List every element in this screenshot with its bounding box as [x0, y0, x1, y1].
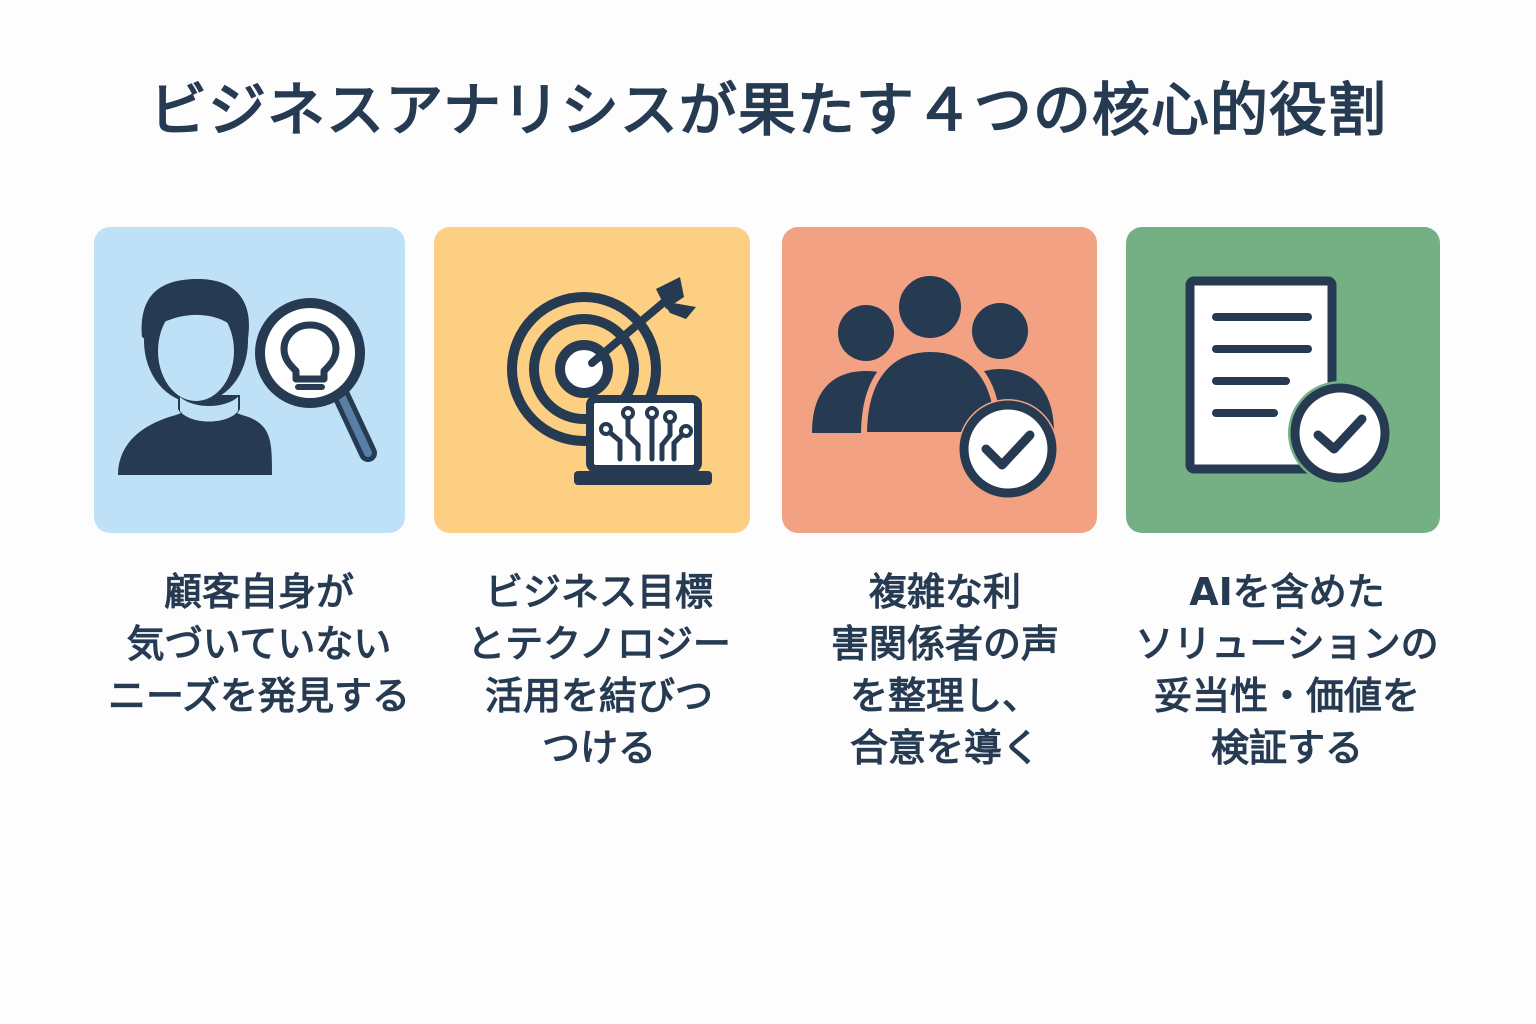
- page-title: ビジネスアナリシスが果たす４つの核心的役割: [149, 76, 1387, 144]
- role-card-1: [94, 227, 405, 533]
- stakeholders-check-icon: [812, 270, 1058, 499]
- person-with-lightbulb-magnifier-icon: [118, 279, 377, 475]
- document-check-icon: [1185, 276, 1392, 485]
- role-4-line-1: AIを含めた: [1189, 570, 1385, 614]
- role-4-line-4: 検証する: [1210, 726, 1363, 770]
- role-2-line-1: ビジネス目標: [484, 570, 713, 614]
- role-3-line-2: 害関係者の声: [830, 622, 1059, 666]
- role-3-line-3: を整理し、: [849, 674, 1040, 718]
- role-1-line-2: 気づいていない: [126, 622, 392, 666]
- role-card-3: [782, 227, 1097, 533]
- role-4-line-3: 妥当性・価値を: [1153, 674, 1420, 718]
- role-caption-4: AIを含めた ソリューションの 妥当性・価値を 検証する: [1114, 566, 1460, 774]
- role-3-line-4: 合意を導く: [849, 726, 1040, 770]
- role-2-line-2: とテクノロジー: [467, 622, 731, 666]
- role-1-line-3: ニーズを発見する: [107, 674, 411, 718]
- role-4-line-2: ソリューションの: [1135, 622, 1439, 666]
- target-arrow-laptop-icon: [507, 277, 712, 485]
- role-caption-3: 複雑な利 害関係者の声 を整理し、 合意を導く: [790, 566, 1100, 774]
- role-card-4: [1126, 227, 1440, 533]
- role-3-line-1: 複雑な利: [868, 570, 1021, 614]
- role-card-2: [434, 227, 750, 533]
- role-2-line-3: 活用を結びつ: [484, 674, 713, 718]
- role-caption-1: 顧客自身が 気づいていない ニーズを発見する: [86, 566, 432, 722]
- role-2-line-4: つける: [541, 726, 656, 770]
- role-1-line-1: 顧客自身が: [163, 570, 354, 614]
- role-caption-2: ビジネス目標 とテクノロジー 活用を結びつ つける: [444, 566, 754, 774]
